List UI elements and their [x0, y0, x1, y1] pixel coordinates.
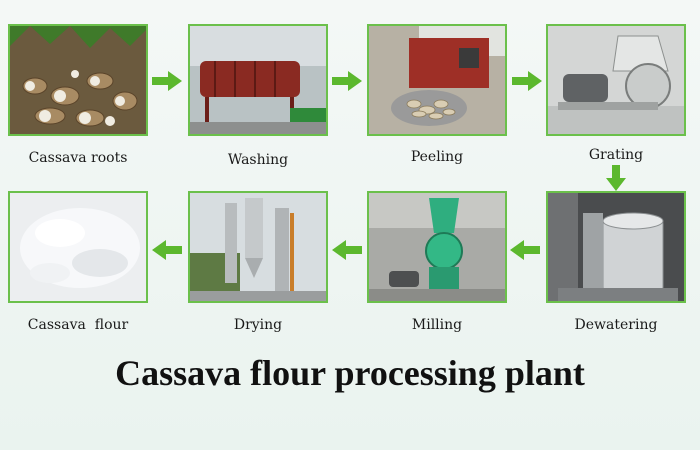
- step-label: Cassava flour: [27, 317, 129, 333]
- step-label: Washing: [227, 152, 289, 168]
- step-cassava-flour: Cassava flour: [8, 191, 148, 333]
- arrow-right-icon: [512, 71, 542, 91]
- arrow-down-icon: [606, 165, 626, 191]
- arrow-right-icon: [152, 71, 182, 91]
- arrow-left-icon: [510, 240, 540, 260]
- page-title: Cassava flour processing plant: [115, 353, 585, 393]
- grating-machine-photo: [546, 24, 686, 136]
- arrow-left-icon: [152, 240, 182, 260]
- milling-machine-photo: [367, 191, 507, 303]
- cassava-roots-photo: [8, 24, 148, 136]
- flash-dryer-photo: [188, 191, 328, 303]
- step-milling: Milling: [367, 191, 507, 333]
- step-label: Drying: [233, 317, 283, 333]
- step-label: Grating: [588, 147, 644, 163]
- step-label: Dewatering: [574, 317, 658, 333]
- step-cassava-roots: Cassava roots: [8, 24, 148, 166]
- step-label: Cassava roots: [28, 150, 128, 166]
- step-grating: Grating: [546, 24, 686, 163]
- cassava-flour-photo: [8, 191, 148, 303]
- dewatering-press-photo: [546, 191, 686, 303]
- arrow-left-icon: [332, 240, 362, 260]
- step-washing: Washing: [188, 24, 328, 168]
- washing-machine-photo: [188, 24, 328, 136]
- step-dewatering: Dewatering: [546, 191, 686, 333]
- step-peeling: Peeling: [367, 24, 507, 165]
- step-label: Milling: [411, 317, 463, 333]
- step-drying: Drying: [188, 191, 328, 333]
- peeling-machine-photo: [367, 24, 507, 136]
- step-label: Peeling: [410, 149, 464, 165]
- arrow-right-icon: [332, 71, 362, 91]
